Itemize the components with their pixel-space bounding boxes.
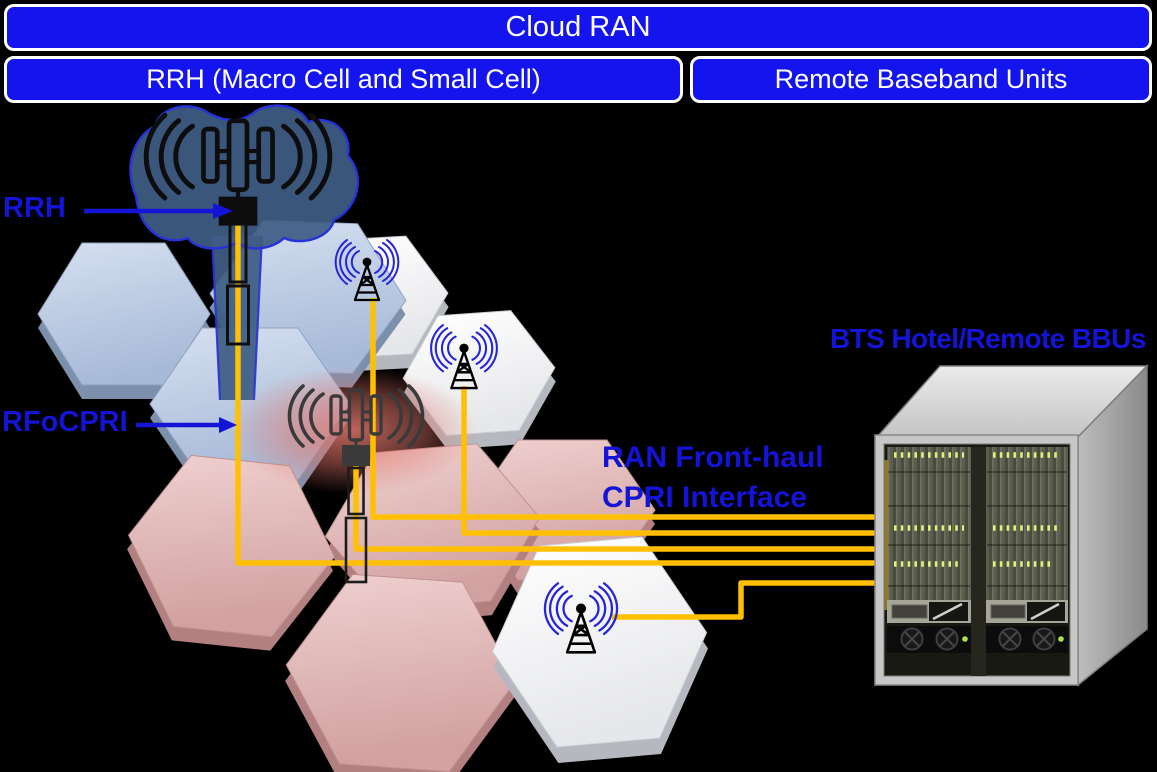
cable-smallcell-1	[370, 298, 878, 520]
banner-rrh-cells: RRH (Macro Cell and Small Cell)	[4, 56, 683, 103]
rrh-arrow-icon	[84, 203, 233, 219]
cable-rrh-macro	[235, 212, 878, 566]
banner-remote-bbu-label: Remote Baseband Units	[774, 64, 1068, 94]
cell-hex-pink-bottom	[285, 573, 517, 772]
rrh-label: RRH	[3, 192, 66, 224]
cable-macro-2	[353, 464, 878, 552]
fronthaul-label-line1: RAN Front-haul	[602, 441, 824, 474]
macro-coverage-glow	[227, 366, 477, 494]
banner-cloud-ran: Cloud RAN	[4, 4, 1152, 51]
bbu-rack-icon	[874, 364, 1149, 687]
rfocpri-arrow-icon	[136, 417, 237, 433]
banner-rrh-cells-label: RRH (Macro Cell and Small Cell)	[146, 64, 541, 94]
cable-smallcell-3	[612, 580, 878, 620]
rfocpri-label: RFoCPRI	[2, 406, 128, 438]
cell-hex-blue-left	[37, 242, 211, 399]
cell-hex-white-smallcell-3	[491, 536, 708, 763]
cpri-cables	[235, 212, 878, 620]
banner-cloud-ran-label: Cloud RAN	[505, 11, 651, 43]
fronthaul-label-line2: CPRI Interface	[602, 481, 808, 514]
bts-hotel-label: BTS Hotel/Remote BBUs	[830, 323, 1146, 354]
macro-mast	[344, 466, 368, 584]
fronthaul-label: RAN Front-haul CPRI Interface	[602, 438, 824, 518]
banner-remote-bbu: Remote Baseband Units	[690, 56, 1152, 103]
cable-smallcell-2	[461, 386, 878, 536]
cell-hex-pink-left	[127, 454, 336, 651]
